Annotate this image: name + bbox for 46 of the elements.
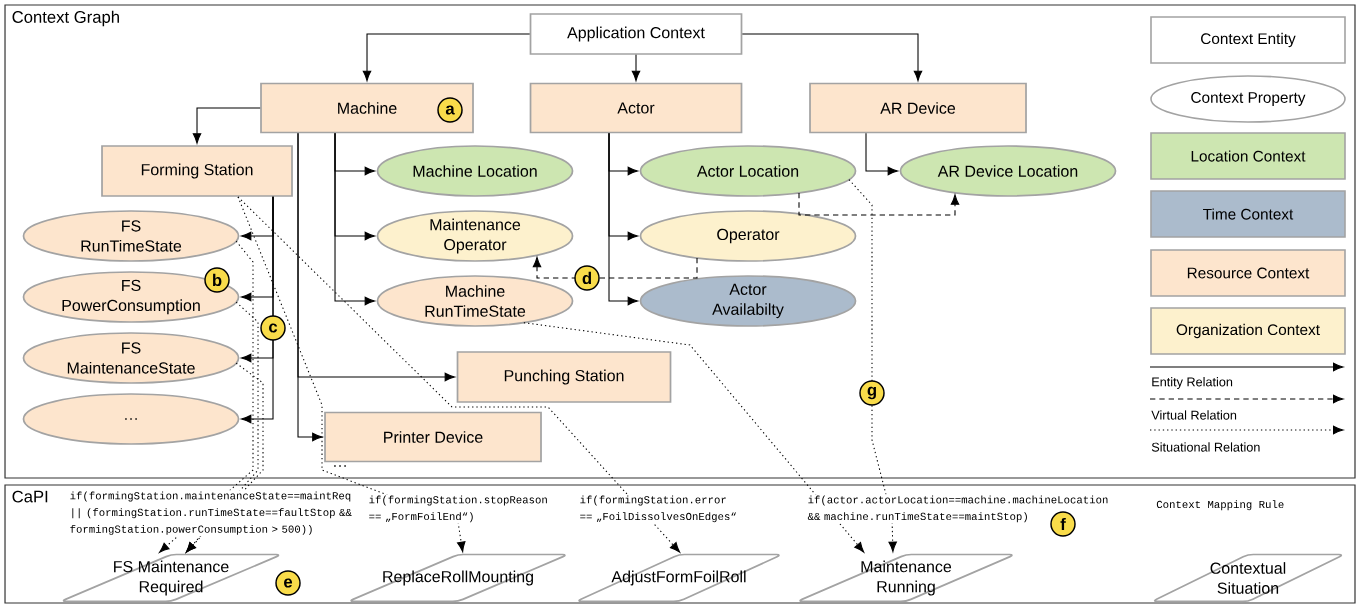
dotted-arrow: [523, 322, 865, 553]
callout-letter: d: [574, 265, 600, 291]
callout-letter: f: [1050, 511, 1076, 537]
note-text: Context Mapping Rule: [1156, 500, 1284, 511]
legend-box: Time Context: [1150, 190, 1346, 238]
legend-box: Context Entity: [1150, 16, 1346, 64]
callout-letter: g: [859, 380, 885, 406]
callout-letter: e: [275, 570, 301, 596]
rule-code: if(formingStation.error == „FoilDissolvesOnEdges“: [578, 494, 745, 524]
dotted-arrow: [185, 362, 264, 553]
entity-box: Forming Station: [101, 145, 293, 197]
dotted-arrow: [237, 196, 681, 553]
callout-letter: a: [437, 97, 463, 123]
situation-parallelogram: AdjustFormFoilRoll: [578, 553, 780, 603]
rule-code: if(formingStation.maintenanceState==maintReq || (formingStation.runTimeState==faultStop && formingStation.powerConsumption > 500)): [68, 490, 356, 537]
dashed-arrow: [798, 192, 960, 216]
callout-letter: b: [204, 267, 230, 293]
entity-box: Actor: [529, 82, 743, 134]
arrow: [362, 33, 531, 82]
entity-box: Printer Device: [324, 411, 542, 463]
dotted-arrow: [848, 179, 897, 553]
arrow: [865, 132, 899, 176]
arrow: [192, 107, 261, 144]
arrow: [631, 54, 641, 82]
arrow: [608, 132, 639, 306]
arrow: [297, 132, 323, 442]
ellipsis-text: …: [334, 465, 346, 467]
callout-letter: c: [260, 315, 286, 341]
situation-parallelogram: FS Maintenance Required: [62, 553, 280, 603]
situation-parallelogram: Maintenance Running: [799, 553, 1013, 603]
arrow: [240, 196, 274, 424]
entity-box: AR Device: [809, 82, 1027, 134]
entity-box: Punching Station: [456, 351, 672, 403]
arrow: [334, 132, 376, 306]
situation-parallelogram: Contextual Situation: [1153, 553, 1343, 603]
legend-box: Location Context: [1150, 132, 1346, 180]
legend-text: Entity Relation: [1152, 377, 1233, 389]
legend-text: Virtual Relation: [1151, 410, 1237, 420]
entity-box: Application Context: [529, 13, 743, 55]
situation-parallelogram: ReplaceRollMounting: [350, 553, 566, 603]
dashed-arrow: [532, 256, 698, 279]
arrow: [741, 33, 923, 82]
legend-box: Resource Context: [1150, 249, 1346, 297]
legend-text: Situational Relation: [1151, 442, 1260, 452]
rule-code: if(formingStation.stopReason == „FormFoilEnd“): [367, 494, 553, 524]
legend-box: Organization Context: [1150, 307, 1346, 355]
